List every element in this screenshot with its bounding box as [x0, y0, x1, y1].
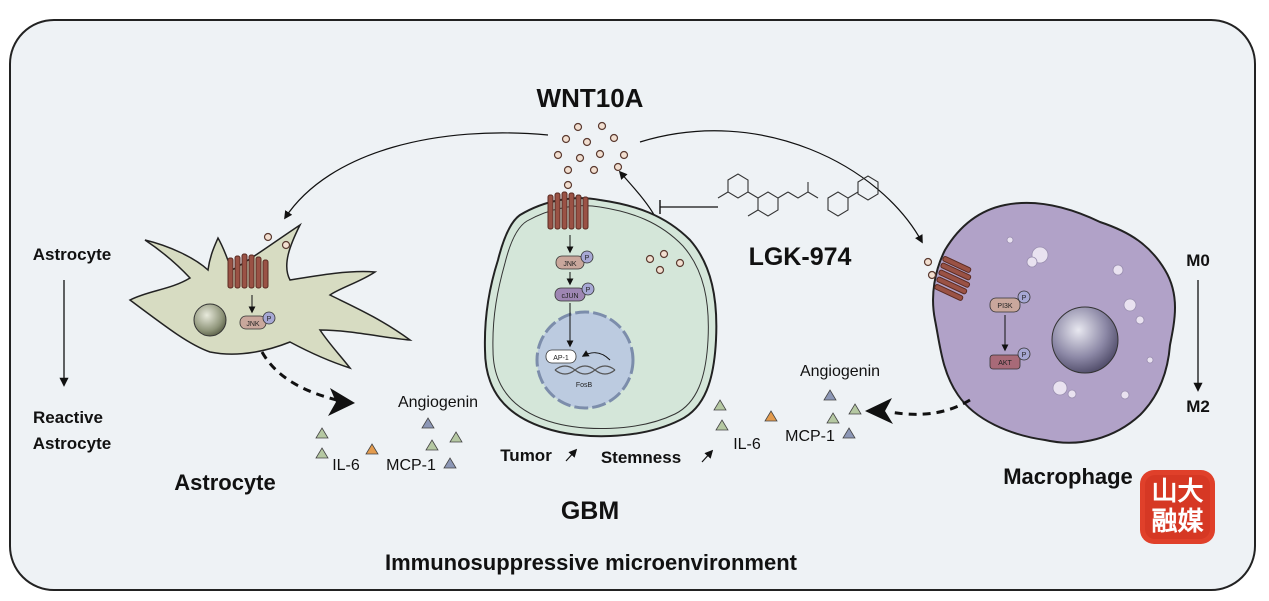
phospho-icon: [262, 311, 276, 325]
footer-caption: Immunosuppressive microenvironment: [385, 550, 798, 575]
outcome-tumor: Tumor: [500, 446, 552, 465]
astrocyte-cell-label: Astrocyte: [174, 470, 275, 495]
gbm-nucleus: [535, 310, 635, 410]
transition-left-start: Astrocyte: [33, 245, 111, 264]
right-angiogenin-label: Angiogenin: [800, 363, 880, 380]
macrophage-akt-label: AKT: [998, 360, 1012, 367]
macrophage-akt-phospho-label: P: [1022, 352, 1027, 359]
arrow-to-astrocyte: [284, 132, 549, 220]
macrophage-secretion-arrow: [889, 398, 971, 416]
gbm-secreted-ligands: [645, 249, 685, 275]
left-mcp1-label: MCP-1: [386, 457, 436, 474]
gbm-membrane-inner: [492, 205, 709, 430]
phospho-icon: [1017, 347, 1031, 361]
watermark-logo: [1140, 470, 1215, 544]
transition-right-end: M2: [1186, 397, 1210, 416]
macrophage-secretion-arrowhead: [865, 398, 893, 424]
macrophage-pi3k-label: PI3K: [997, 303, 1013, 310]
tumor-up-arrow: [565, 448, 578, 462]
transition-right-start: M0: [1186, 251, 1210, 270]
gbm-ap1-label: AP-1: [553, 355, 569, 362]
astrocyte-secretion-arrowhead: [328, 388, 355, 416]
macrophage-nucleus: [1051, 306, 1119, 374]
macrophage-akt: [989, 354, 1021, 370]
macrophage-pi3k-phospho-label: P: [1022, 295, 1027, 302]
phospho-icon: [581, 282, 595, 296]
right-cytokine-triangles: [713, 389, 862, 439]
gbm-bound-ligand: [563, 180, 573, 190]
transition-left-end-1: Reactive: [33, 408, 103, 427]
transition-left-end-2: Astrocyte: [33, 434, 111, 453]
gbm-cell-label: GBM: [561, 497, 619, 525]
astrocyte-receptor-icon: [227, 253, 269, 289]
astrocyte-secretion-arrow: [260, 351, 346, 404]
gbm-cjun-label: cJUN: [561, 293, 578, 300]
macrophage-cell-label: Macrophage: [1003, 464, 1133, 489]
astrocyte-jnk-label: JNK: [246, 321, 260, 328]
lgk974-structure-icon: [717, 173, 879, 217]
phospho-icon: [1017, 290, 1031, 304]
wnt10a-title: WNT10A: [537, 83, 644, 113]
gbm-ap1: [545, 349, 577, 364]
phospho-icon: [580, 250, 594, 264]
gbm-cjun-phospho-label: P: [586, 287, 591, 294]
outcome-stemness: Stemness: [601, 448, 681, 467]
macrophage-cell: [932, 201, 1176, 444]
left-angiogenin-label: Angiogenin: [398, 394, 478, 411]
lgk974-label: LGK-974: [749, 243, 852, 271]
wnt10a-ligand-particles: [553, 121, 629, 175]
astrocyte-bound-ligands: [263, 232, 291, 250]
astrocyte-phospho-label: P: [267, 316, 272, 323]
astrocyte-nucleus: [193, 303, 227, 337]
arrow-to-macrophage: [639, 130, 923, 244]
gbm-jnk-label: JNK: [563, 261, 577, 268]
gbm-fosb-label: FosB: [576, 382, 593, 389]
gbm-jnk-phospho-label: P: [585, 255, 590, 262]
right-mcp1-label: MCP-1: [785, 428, 835, 445]
right-il6-label: IL-6: [733, 436, 761, 453]
macrophage-vesicles: [1006, 236, 1154, 400]
macrophage-pi3k: [989, 297, 1021, 313]
macrophage-bound-ligands: [923, 257, 937, 280]
macrophage-receptor-icon: [934, 256, 972, 301]
gbm-receptor-icon: [547, 191, 589, 230]
left-il6-label: IL-6: [332, 457, 360, 474]
dna-strand-icon: [554, 365, 616, 375]
left-cytokine-triangles: [315, 417, 463, 469]
stemness-up-arrow: [701, 449, 714, 463]
